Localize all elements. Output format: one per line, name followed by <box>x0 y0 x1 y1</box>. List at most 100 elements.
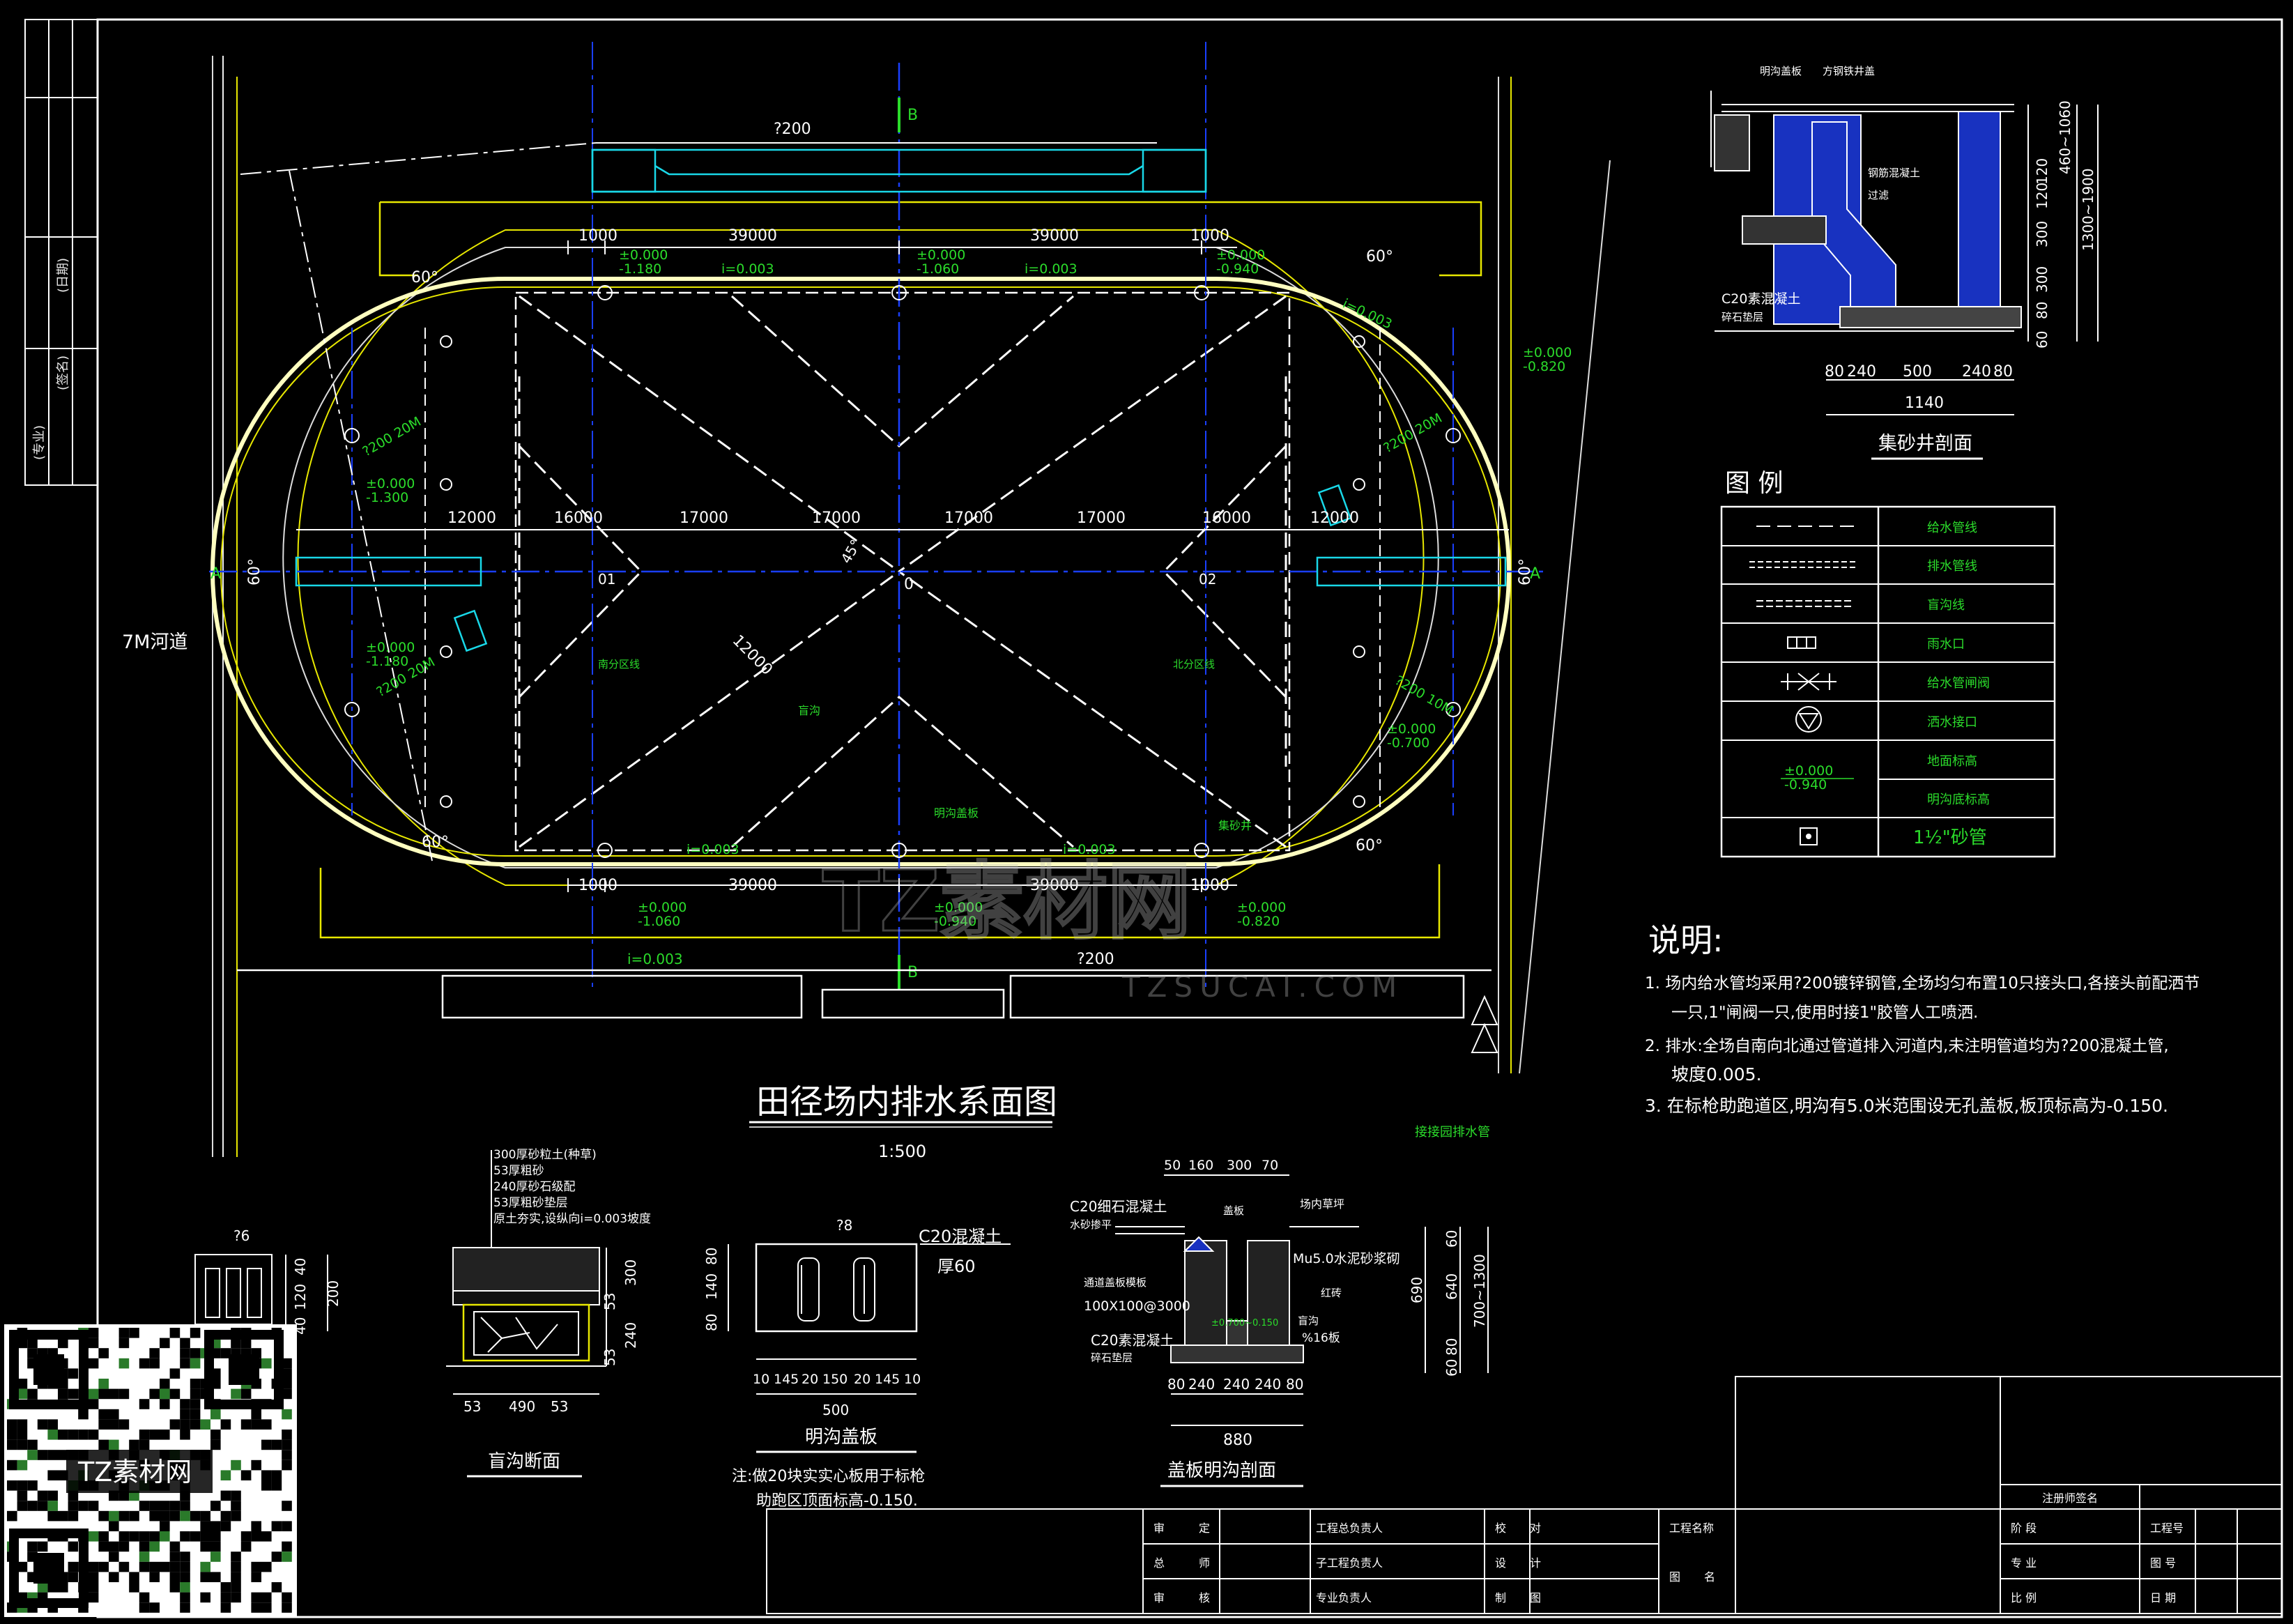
qr-module <box>129 1510 139 1522</box>
blind-title: 盲沟断面 <box>488 1451 560 1472</box>
qr-module <box>169 1388 181 1400</box>
qr-module <box>160 1430 170 1440</box>
ditch-r-3: 80 <box>1443 1338 1460 1356</box>
qr-module <box>47 1470 58 1480</box>
top-dim-3: 1000 <box>1190 227 1229 245</box>
ditch-title: 盖板明沟剖面 <box>1167 1460 1276 1481</box>
qr-module <box>109 1510 119 1522</box>
qr-module <box>190 1328 201 1338</box>
mid-dim-0: 12000 <box>447 510 496 527</box>
qr-module <box>149 1510 160 1522</box>
qr-module <box>129 1439 139 1450</box>
qr-module <box>149 1348 160 1358</box>
qr-module <box>17 1388 28 1400</box>
right-slope: i=0.003 <box>1340 296 1395 332</box>
qr-module <box>190 1358 201 1369</box>
sump-dim-4: 80 <box>1993 363 2013 381</box>
qr-module <box>68 1541 79 1552</box>
qr-module <box>190 1409 201 1420</box>
ditch-label-0: C20细石混凝土 <box>1070 1198 1167 1215</box>
qr-module <box>231 1460 241 1471</box>
angle-3: 60° <box>1517 558 1534 585</box>
qr-module <box>98 1419 109 1430</box>
qr-module <box>149 1388 160 1400</box>
qr-module <box>118 1328 130 1338</box>
qr-module <box>109 1572 119 1582</box>
qr-module <box>180 1490 190 1501</box>
qr-module <box>88 1430 99 1440</box>
qr-module <box>68 1388 79 1400</box>
qr-module <box>190 1510 201 1522</box>
tb-4: 对 <box>1530 1522 1541 1535</box>
cover-note-0: 注:做20块实实心板用于标枪 <box>732 1468 925 1485</box>
qr-module <box>210 1541 221 1552</box>
grate-dim-0: 40 <box>292 1258 309 1276</box>
qr-module <box>180 1409 190 1420</box>
right-elev-0-bot: -0.820 <box>1523 359 1565 374</box>
qr-module <box>251 1419 261 1430</box>
angle-4: 60° <box>422 834 449 851</box>
tb-r-3: 专 业 <box>2011 1556 2037 1570</box>
mid-dim-5: 17000 <box>1077 510 1126 527</box>
sump-total: 1140 <box>1905 394 1944 412</box>
qr-module <box>149 1531 160 1542</box>
qr-module <box>58 1450 68 1460</box>
notes-line-1: 一只,1"闸阀一只,使用时接1"胶管人工喷洒. <box>1671 1004 1978 1022</box>
bottom-elev-2-bot: -0.820 <box>1237 914 1280 929</box>
qr-module <box>180 1552 190 1562</box>
qr-module <box>109 1490 119 1501</box>
angle-0: 60° <box>411 269 438 286</box>
blind-r-1: 53 <box>601 1293 618 1310</box>
qr-module <box>139 1592 150 1603</box>
cover-l-1: 140 <box>703 1273 720 1300</box>
qr-module <box>47 1501 58 1511</box>
cover-dim-3: 150 <box>822 1372 848 1387</box>
qr-module <box>78 1409 89 1420</box>
qr-module <box>88 1338 99 1349</box>
cover-dim-4: 20 <box>854 1372 871 1387</box>
ditch-label-1: 水砂掺平 <box>1070 1218 1112 1231</box>
tb-3: 校 <box>1495 1522 1506 1535</box>
river-label: 7M河道 <box>122 631 187 653</box>
qr-module <box>231 1501 241 1511</box>
tb-r-2: 工程号 <box>2150 1522 2184 1535</box>
legend-item-6: 地面标高 <box>1927 754 1977 769</box>
tb-r-0: 注册师签名 <box>2042 1492 2098 1505</box>
qr-module <box>98 1379 109 1389</box>
qr-module <box>17 1379 28 1389</box>
ditch-cover-label: 明沟盖板 <box>934 806 979 820</box>
blind-layer-4: 原土夯实,设纵向i=0.003坡度 <box>493 1212 651 1226</box>
qr-module <box>17 1430 28 1440</box>
sump-dim-3: 240 <box>1962 363 1991 381</box>
left-center-label: 01 <box>598 571 615 588</box>
mid-dim-7: 12000 <box>1310 510 1359 527</box>
blind-ditch-section: 300厚砂粒土(种草) 53厚粗砂 240厚砂石级配 53厚粗砂垫层 原土夯实,… <box>446 1148 651 1478</box>
ditch-r-4: 60 <box>1443 1359 1460 1377</box>
blind-dim-0: 53 <box>463 1398 481 1415</box>
bottom-slope-1: i=0.003 <box>1063 842 1116 857</box>
qr-module <box>7 1480 17 1491</box>
qr-module <box>180 1592 190 1603</box>
qr-module <box>200 1572 210 1582</box>
sump-r-4: 80 <box>2034 302 2050 319</box>
qr-module <box>17 1501 28 1511</box>
qr-module <box>27 1338 38 1349</box>
qr-module <box>271 1470 282 1480</box>
sump-ro-1: 1300~1900 <box>2080 168 2096 251</box>
qr-module <box>118 1531 130 1542</box>
qr-module <box>220 1602 231 1613</box>
qr-module <box>240 1338 252 1349</box>
qr-module <box>47 1450 58 1460</box>
tb-17: 图 <box>1530 1591 1541 1604</box>
bottom-elev-0-bot: -1.060 <box>638 914 680 929</box>
ditch-label-12: ±0.700~0.150 <box>1211 1318 1278 1328</box>
qr-module <box>98 1439 109 1450</box>
qr-module <box>169 1552 181 1562</box>
mid-dim-6: 16000 <box>1202 510 1251 527</box>
tb-8: 子工程负责人 <box>1316 1556 1383 1570</box>
qr-module <box>98 1510 109 1522</box>
ditch-top-0: 50 <box>1164 1158 1181 1173</box>
qr-module <box>98 1409 109 1420</box>
qr-module <box>139 1602 150 1613</box>
